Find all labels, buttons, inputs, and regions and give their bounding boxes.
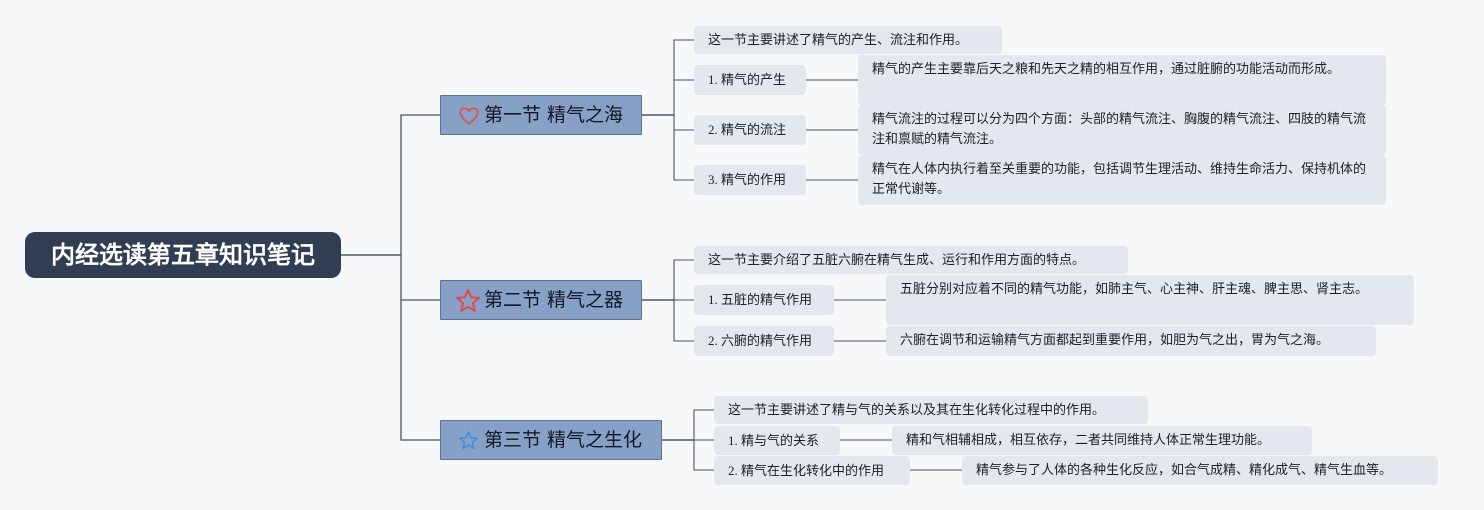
- section-3-item-1[interactable]: 1. 精与气的关系: [714, 426, 840, 455]
- section-3-label: 第三节 精气之生化: [484, 429, 643, 451]
- section-1-item-1[interactable]: 1. 精气的产生: [694, 65, 806, 95]
- section-3-item-2-detail[interactable]: 精气参与了人体的各种生化反应，如合气成精、精化成气、精气生血等。: [962, 456, 1438, 485]
- section-2-summary[interactable]: 这一节主要介绍了五脏六腑在精气生成、运行和作用方面的特点。: [694, 246, 1128, 274]
- section-2-item-2[interactable]: 2. 六腑的精气作用: [694, 326, 834, 356]
- section-1-item-3[interactable]: 3. 精气的作用: [694, 165, 806, 195]
- small-star-icon: [459, 431, 478, 450]
- section-1-item-3-detail[interactable]: 精气在人体内执行着至关重要的功能，包括调节生理活动、维持生命活力、保持机体的正常…: [858, 155, 1386, 205]
- section-1-summary[interactable]: 这一节主要讲述了精气的产生、流注和作用。: [694, 26, 1002, 54]
- section-2-item-1-detail[interactable]: 五脏分别对应着不同的精气功能，如肺主气、心主神、肝主魂、脾主思、肾主志。: [886, 275, 1414, 325]
- section-3-topic[interactable]: 第三节 精气之生化: [440, 420, 662, 460]
- section-2-item-2-detail[interactable]: 六腑在调节和运输精气方面都起到重要作用，如胆为气之出，胃为气之海。: [886, 326, 1376, 356]
- heart-icon: [459, 107, 479, 125]
- section-2-label: 第二节 精气之器: [484, 289, 624, 311]
- section-2-item-1[interactable]: 1. 五脏的精气作用: [694, 285, 834, 315]
- root-topic[interactable]: 内经选读第五章知识笔记: [25, 232, 341, 278]
- section-1-topic[interactable]: 第一节 精气之海: [440, 95, 642, 135]
- section-3-summary[interactable]: 这一节主要讲述了精与气的关系以及其在生化转化过程中的作用。: [714, 396, 1148, 424]
- section-1-label: 第一节 精气之海: [484, 104, 624, 126]
- section-2-topic[interactable]: 第二节 精气之器: [440, 280, 642, 320]
- section-1-item-1-detail[interactable]: 精气的产生主要靠后天之粮和先天之精的相互作用，通过脏腑的功能活动而形成。: [858, 55, 1386, 105]
- section-3-item-2[interactable]: 2. 精气在生化转化中的作用: [714, 456, 910, 485]
- section-1-item-2[interactable]: 2. 精气的流注: [694, 115, 806, 145]
- star-icon: [455, 288, 481, 312]
- section-1-item-2-detail[interactable]: 精气流注的过程可以分为四个方面：头部的精气流注、胸腹的精气流注、四肢的精气流注和…: [858, 105, 1386, 155]
- section-3-item-1-detail[interactable]: 精和气相辅相成，相互依存，二者共同维持人体正常生理功能。: [892, 426, 1312, 455]
